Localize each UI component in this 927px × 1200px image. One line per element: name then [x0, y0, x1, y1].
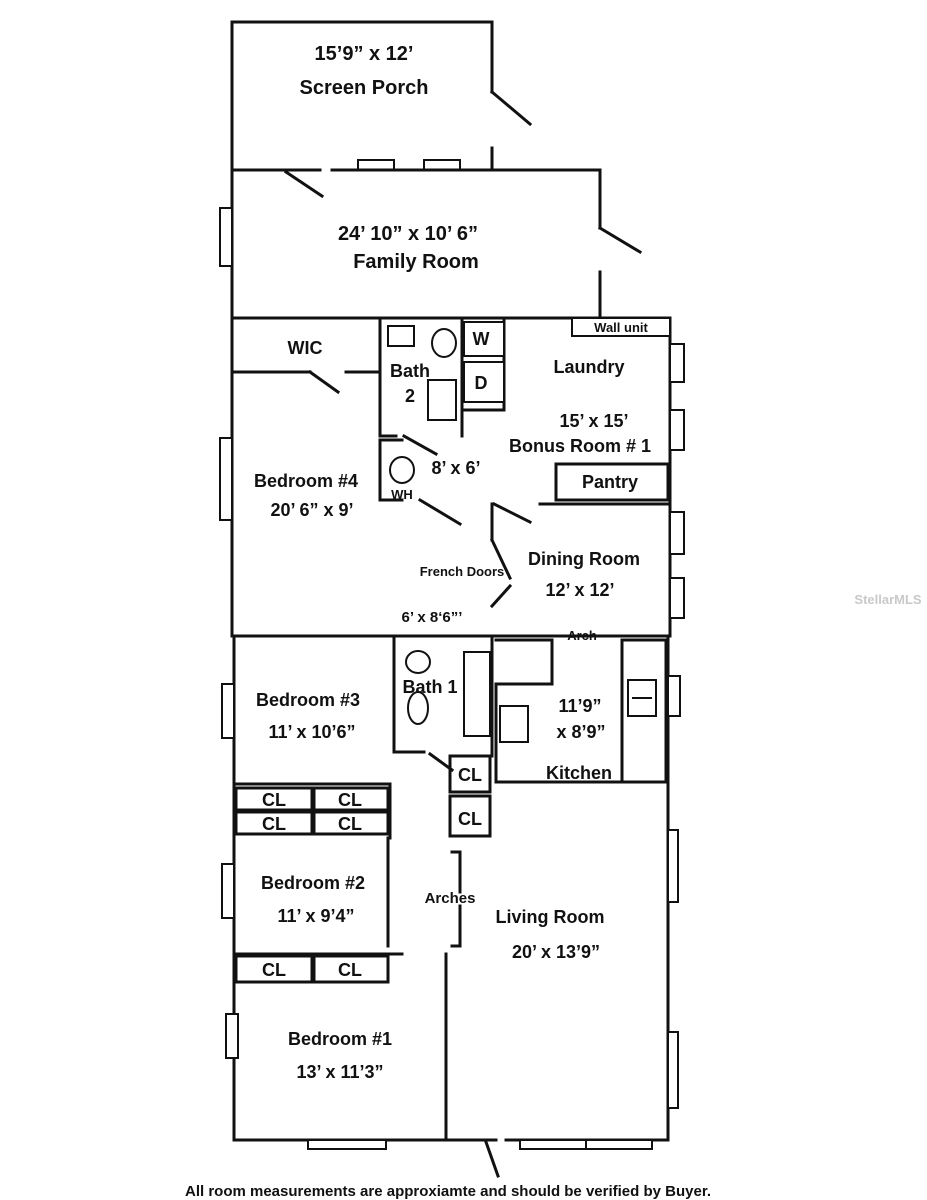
closet-label: CL: [262, 790, 286, 810]
family-room-dims: 24’ 10” x 10’ 6”: [338, 223, 478, 245]
closets: [234, 754, 492, 984]
bonus-room-dims: 15’ x 15’: [559, 411, 628, 431]
bath2-label-line2: 2: [405, 386, 415, 406]
bath1-fixtures: [405, 650, 491, 737]
french-doors-label: French Doors: [420, 564, 505, 579]
bedroom2-name: Bedroom #2: [261, 873, 365, 893]
laundry-label: Laundry: [553, 357, 624, 377]
french-doors-dims: 6’ x 8‘6”’: [402, 609, 463, 626]
living-room-dims: 20’ x 13’9”: [512, 942, 600, 962]
arches-label: Arches: [425, 890, 476, 907]
washer-dryer: [463, 321, 505, 403]
water-heater: [389, 456, 415, 484]
dryer-label: D: [475, 373, 488, 393]
disclaimer: All room measurements are approxiamte an…: [185, 1183, 711, 1200]
washer-label: W: [473, 329, 490, 349]
middle-section-walls: [219, 316, 685, 638]
closet-label: CL: [338, 814, 362, 834]
water-heater-area-dims: 8’ x 6’: [431, 458, 480, 478]
pantry-label: Pantry: [582, 472, 638, 492]
screen-porch-name: Screen Porch: [300, 77, 429, 99]
closet-label: CL: [338, 790, 362, 810]
bedroom3-dims: 11’ x 10’6”: [268, 722, 355, 742]
bath1-label: Bath 1: [402, 677, 457, 697]
closet-label: CL: [458, 765, 482, 785]
water-heater-label: WH: [391, 487, 413, 502]
wall-unit-label: Wall unit: [594, 320, 648, 335]
bonus-room-name: Bonus Room # 1: [509, 436, 651, 456]
kitchen-dims-2: x 8’9”: [556, 722, 605, 742]
living-room-name: Living Room: [496, 907, 605, 927]
kitchen-dims-1: 11’9”: [558, 696, 601, 716]
closet-label: CL: [262, 960, 286, 980]
dining-room-name: Dining Room: [528, 549, 640, 569]
family-room-name: Family Room: [353, 251, 479, 273]
closet-label: CL: [458, 809, 482, 829]
bedroom4-name: Bedroom #4: [254, 471, 358, 491]
arch-label: Arch: [567, 628, 597, 643]
kitchen-name: Kitchen: [546, 763, 612, 783]
dining-room-dims: 12’ x 12’: [545, 580, 614, 600]
bedroom1-name: Bedroom #1: [288, 1029, 392, 1049]
family-room-walls: [219, 168, 643, 320]
pantry-box: [554, 462, 670, 502]
wall-unit: [571, 317, 671, 337]
screen-porch-dims: 15’9” x 12’: [315, 43, 414, 65]
kitchen-fixtures: [499, 679, 657, 743]
bedroom4-dims: 20’ 6” x 9’: [270, 500, 353, 520]
bedroom1-dims: 13’ x 11’3”: [296, 1062, 383, 1082]
lower-section-walls: [221, 634, 681, 1178]
wic-label: WIC: [288, 338, 323, 358]
closet-label: CL: [338, 960, 362, 980]
bedroom3-name: Bedroom #3: [256, 690, 360, 710]
bath2-fixtures: [387, 325, 457, 421]
bedroom2-dims: 11’ x 9’4”: [277, 906, 354, 926]
closet-label: CL: [262, 814, 286, 834]
bath2-label-line1: Bath: [390, 361, 430, 381]
watermark: StellarMLS: [854, 592, 922, 607]
